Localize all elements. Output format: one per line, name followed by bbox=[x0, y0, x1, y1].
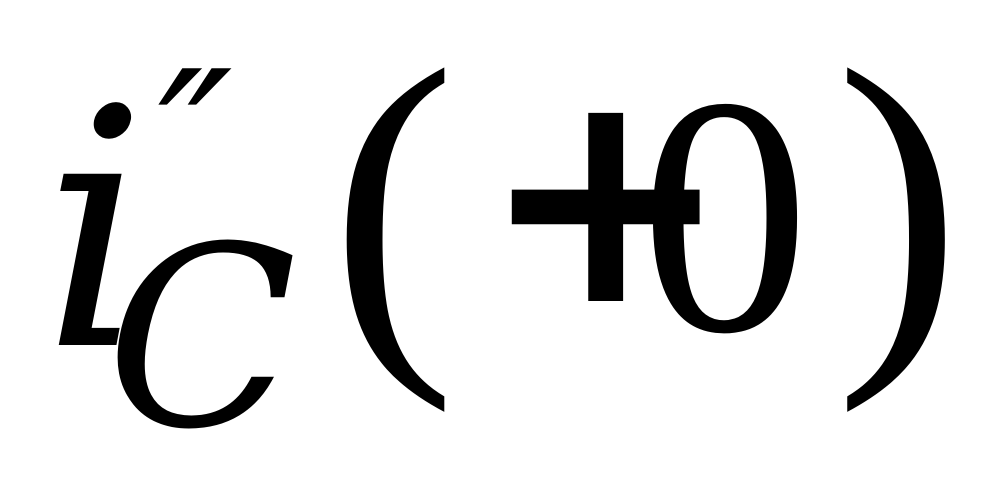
argument-zero: 0 bbox=[640, 27, 810, 404]
open-parenthesis: ( bbox=[330, 0, 457, 414]
variable-i: i bbox=[42, 39, 148, 423]
plus-sign: + bbox=[480, 23, 732, 372]
close-parenthesis: ) bbox=[835, 0, 962, 414]
double-prime-mark: ″ bbox=[158, 29, 233, 262]
subscript-c: C bbox=[106, 193, 298, 484]
